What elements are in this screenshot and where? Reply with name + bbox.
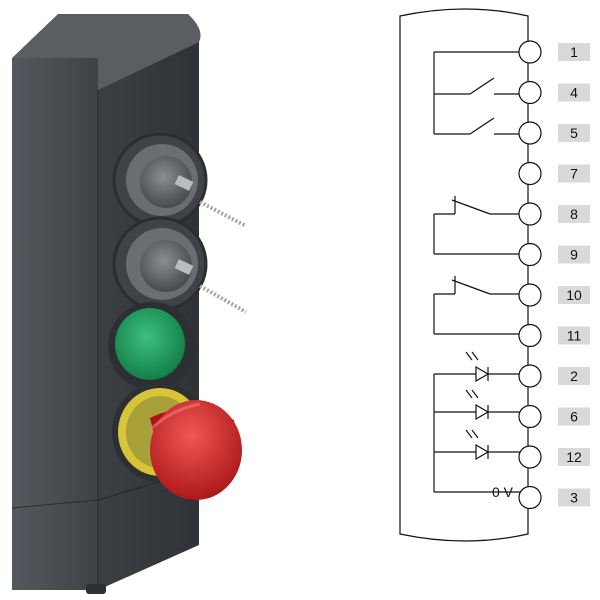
terminal-number: 1 (570, 44, 578, 60)
terminal-number: 3 (570, 490, 578, 506)
terminal-number: 5 (570, 125, 578, 141)
nc-contact-group-1 (433, 196, 530, 255)
terminal-9: 9 (518, 242, 590, 267)
terminal-number: 10 (566, 287, 582, 303)
terminal-3: 3 (518, 485, 590, 510)
led-icon (465, 389, 490, 421)
terminal-label-box (558, 286, 590, 304)
terminal-circle (518, 445, 542, 469)
key-selector-icon (140, 156, 192, 208)
no-contact-group (433, 51, 530, 135)
terminal-2: 2 (518, 364, 590, 388)
terminal-number: 9 (570, 247, 578, 263)
terminal-label-box (558, 245, 590, 264)
terminal-12: 12 (518, 445, 590, 469)
diagram-outline (399, 8, 529, 542)
terminal-7: 7 (518, 161, 590, 186)
terminal-label-box (558, 326, 590, 345)
key-selector-switch-1[interactable] (112, 132, 247, 228)
green-pushbutton[interactable] (108, 302, 196, 390)
key-selector-icon (140, 240, 192, 292)
terminal-label-box (558, 367, 590, 385)
terminal-number: 12 (566, 449, 582, 465)
terminal-circle (518, 202, 542, 226)
terminal-number: 7 (570, 166, 578, 182)
terminal-6: 6 (518, 404, 590, 429)
key-selector-switch-2[interactable] (112, 216, 247, 314)
terminal-8: 8 (518, 202, 590, 226)
housing-front (12, 58, 98, 590)
terminal-label-box (558, 488, 590, 507)
led-group (433, 373, 530, 493)
terminal-4: 4 (518, 80, 590, 105)
terminal-label-box (558, 205, 590, 223)
terminal-11: 11 (518, 323, 590, 348)
terminal-label-box (558, 43, 590, 61)
terminal-circle (518, 485, 542, 510)
terminal-label-box (558, 448, 590, 466)
terminal-number: 4 (570, 85, 578, 101)
terminal-1: 1 (518, 40, 590, 64)
terminal-column: 1 4 5 7 8 9 10 11 2 6 12 3 (518, 40, 590, 510)
terminal-label-box (558, 83, 590, 102)
terminal-number: 6 (570, 409, 578, 425)
control-station-device (11, 14, 247, 594)
terminal-circle (518, 323, 542, 348)
led-icon (465, 351, 490, 383)
terminal-circle (518, 364, 542, 388)
terminal-5: 5 (518, 121, 590, 145)
emergency-stop-button[interactable] (112, 382, 242, 500)
nc-contact-group-2 (433, 276, 530, 335)
led-icon (465, 429, 490, 461)
terminal-circle (518, 40, 542, 64)
green-pushbutton-icon (115, 308, 185, 380)
wiring-diagram (399, 8, 530, 542)
terminal-circle (518, 283, 542, 307)
terminal-number: 11 (567, 328, 582, 344)
terminal-circle (518, 404, 542, 429)
terminal-10: 10 (518, 283, 590, 307)
terminal-label-box (558, 407, 590, 426)
zero-volt-label: 0 V (492, 484, 514, 500)
led-symbols (465, 351, 490, 461)
terminal-circle (518, 242, 542, 267)
terminal-circle (518, 121, 542, 145)
terminal-label-box (558, 164, 590, 183)
terminal-number: 8 (570, 206, 578, 222)
terminal-circle (518, 80, 542, 105)
terminal-number: 2 (570, 368, 578, 384)
terminal-circle (518, 161, 542, 186)
emergency-stop-icon (150, 400, 242, 500)
terminal-label-box (558, 124, 590, 142)
